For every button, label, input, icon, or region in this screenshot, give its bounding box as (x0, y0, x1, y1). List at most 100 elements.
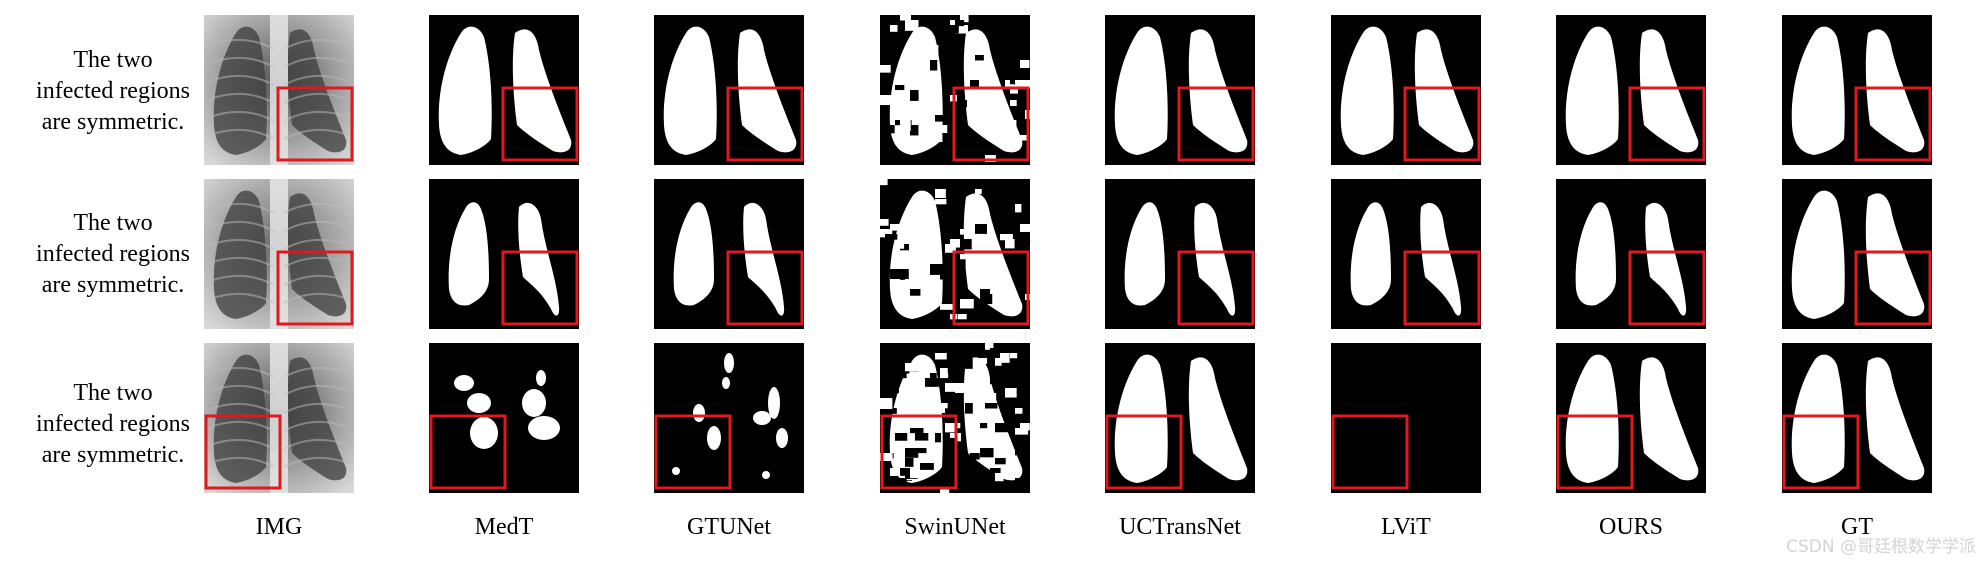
mask-noise-block (880, 95, 893, 106)
xray-rib (209, 128, 275, 140)
mask-noise-block (920, 130, 932, 136)
mask-noise-block (895, 239, 905, 249)
mask-noise-block (945, 383, 959, 392)
mask-blob (454, 375, 474, 391)
highlight-box (1105, 414, 1183, 490)
mask-noise-block (1010, 120, 1017, 128)
mask-noise-block (940, 368, 948, 378)
highlight-box (1854, 86, 1932, 162)
mask-noise-block (880, 398, 893, 409)
mask-noise-block (915, 279, 928, 285)
lung-mask-left (1114, 354, 1168, 483)
xray-rib (283, 420, 349, 432)
panel-uctransnet-row-2 (1105, 179, 1255, 329)
mask-noise-block (910, 125, 919, 136)
panel-medt-row-2 (429, 179, 579, 329)
highlight-box (501, 250, 579, 326)
mask-blob (768, 387, 780, 419)
highlight-box (1177, 86, 1255, 162)
xray-rib (283, 38, 349, 50)
column-label-uctransnet: UCTransNet (1119, 514, 1241, 540)
lung-mask-right (737, 29, 797, 153)
highlight-box (726, 86, 804, 162)
mask-noise-block (975, 388, 982, 398)
lung-mask-left (1565, 26, 1619, 156)
mask-noise-block (920, 65, 928, 75)
mask-noise-block (935, 433, 942, 443)
mask-noise-block (905, 393, 912, 402)
mask-noise-block (980, 423, 988, 429)
mask-noise-block (885, 488, 895, 493)
mask-noise-block (890, 468, 898, 476)
medt-image (429, 15, 579, 165)
lung-mask-left (1114, 26, 1168, 156)
mask-noise-block (1010, 100, 1017, 106)
mask-noise-block (1005, 403, 1018, 409)
panel-medt-row-3 (429, 343, 579, 493)
mask-noise-block (965, 234, 979, 240)
mask-noise-block (950, 150, 962, 158)
mask-blob (753, 411, 771, 425)
mask-noise-block (930, 45, 939, 55)
mask-noise-block (910, 135, 918, 141)
mask-noise-block (900, 368, 910, 374)
row-caption-1: The two infected regions are symmetric. (36, 47, 190, 135)
swinunet-image (880, 343, 1030, 493)
highlight-box (276, 86, 354, 162)
mask-noise-block (990, 378, 1002, 385)
panel-gtunet-row-3 (654, 343, 804, 493)
mask-noise-block (1010, 358, 1017, 369)
uctransnet-image (1105, 179, 1255, 329)
mask-noise-block (900, 15, 911, 21)
mask-noise-block (1000, 234, 1013, 241)
mask-noise-block (1010, 75, 1020, 85)
mask-noise-block (895, 478, 907, 489)
mask-noise-block (895, 130, 909, 137)
highlight-box (1854, 250, 1932, 326)
lung-mask-left (1350, 202, 1391, 306)
mask-noise-block (995, 423, 1008, 433)
gt-image (1782, 343, 1932, 493)
mask-noise-block (1005, 388, 1017, 398)
panel-uctransnet-row-3 (1105, 343, 1255, 493)
lung-mask-right (1639, 29, 1699, 153)
highlight-box (654, 414, 732, 490)
mask-noise-block (950, 179, 964, 188)
lung-mask-left (1575, 202, 1616, 306)
mask-noise-block (890, 279, 903, 287)
lung-mask-right (1420, 202, 1462, 316)
xray-rib (209, 292, 275, 304)
highlight-box (1556, 414, 1634, 490)
row-caption-2: The two infected regions are symmetric. (36, 210, 190, 298)
panel-img-row-3 (204, 343, 354, 493)
xray-rib (283, 256, 349, 268)
img-image (204, 343, 354, 493)
xray-rib (209, 202, 275, 214)
lung-mask-left (1791, 190, 1845, 319)
mask-noise-block (910, 468, 924, 479)
mask-noise-block (910, 90, 919, 96)
mask-noise-block (915, 115, 923, 124)
mask-noise-block (1015, 478, 1023, 488)
swinunet-image (880, 179, 1030, 329)
mask-noise-block (1020, 60, 1030, 68)
xray-rib (209, 420, 275, 432)
xray-rib (283, 110, 349, 122)
mask-noise-block (940, 269, 948, 280)
xray-rib (209, 438, 275, 450)
panel-swinunet-row-3 (880, 343, 1030, 493)
mask-blob (528, 416, 560, 440)
mask-noise-block (915, 433, 929, 441)
mask-noise-block (935, 294, 942, 303)
xray-rib (283, 292, 349, 304)
mask-noise-block (995, 473, 1004, 482)
mask-noise-block (885, 368, 895, 378)
mask-noise-block (945, 438, 958, 445)
mask-noise-block (1020, 224, 1030, 232)
mask-blob (470, 417, 498, 449)
highlight-box (276, 250, 354, 326)
mask-noise-block (910, 289, 921, 296)
mask-noise-block (885, 234, 898, 240)
mask-noise-block (1000, 353, 1010, 363)
mask-noise-block (955, 478, 967, 487)
